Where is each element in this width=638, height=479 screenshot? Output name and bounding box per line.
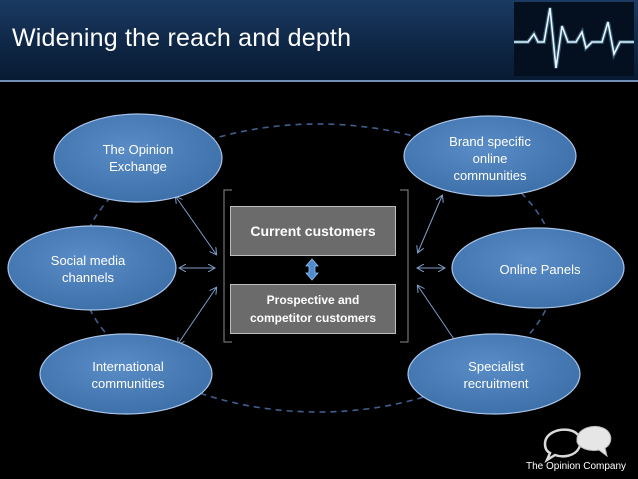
center-double-arrow xyxy=(305,258,319,281)
title-divider xyxy=(0,80,638,82)
node-label-social-media: Social media channels xyxy=(50,253,126,285)
connector-specialist xyxy=(418,286,460,348)
node-label-opinion-exchange: The Opinion Exchange xyxy=(102,142,174,174)
prospective-customers-box: Prospective and competitor customers xyxy=(230,284,396,334)
company-name: The Opinion Company xyxy=(526,461,627,472)
node-specialist xyxy=(407,333,581,415)
connector-brand-specific xyxy=(418,196,442,252)
node-brand-specific xyxy=(403,115,577,197)
node-label-specialist: Specialist recruitment xyxy=(463,359,529,391)
node-label-international: International communities xyxy=(91,359,165,391)
node-label-online-panels: Online Panels xyxy=(499,261,581,277)
left-bracket xyxy=(223,189,232,343)
node-online-panels xyxy=(451,227,625,309)
connector-international xyxy=(178,288,216,344)
connector-opinion-exchange xyxy=(176,197,216,254)
heartbeat-icon xyxy=(514,2,634,76)
current-customers-box: Current customers xyxy=(230,206,396,256)
node-opinion-exchange xyxy=(53,113,223,203)
node-international xyxy=(39,333,213,415)
right-bracket xyxy=(400,189,409,343)
speech-bubbles-logo-icon xyxy=(543,425,612,464)
slide-title: Widening the reach and depth xyxy=(12,24,352,52)
node-social-media xyxy=(7,225,177,311)
node-label-brand-specific: Brand specific online communities xyxy=(449,133,531,183)
